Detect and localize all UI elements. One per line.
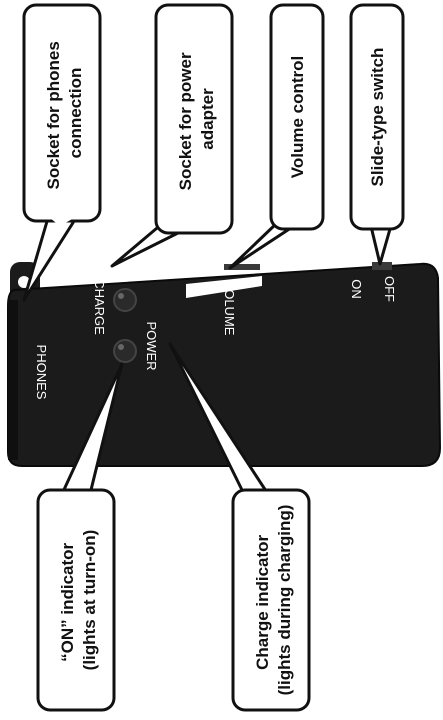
label-power: POWER	[144, 321, 159, 370]
callout-text: Socket for phones connection	[44, 36, 85, 189]
callout-box	[269, 3, 325, 231]
callout-on-indicator: “ON” indicator (lights at turn-on)	[36, 362, 124, 712]
label-charge: CHARGE	[92, 279, 107, 335]
callout-text: Slide-type switch	[368, 48, 387, 187]
device-edge-shade	[8, 300, 18, 460]
device: PHONES CHARGE POWER VOLUME ON OFF	[7, 262, 442, 467]
callout-text: Charge indicator (lights during charging…	[253, 505, 294, 696]
callout-line: adapter	[198, 88, 217, 150]
callout-line: Charge indicator	[253, 534, 272, 669]
callout-charge-indicator: Charge indicator (lights during charging…	[168, 342, 311, 712]
slide-switch[interactable]	[372, 262, 392, 270]
callout-phones-socket: Socket for phones connection	[22, 3, 102, 302]
callout-line: Volume control	[288, 56, 307, 178]
callout-text: “ON” indicator (lights at turn-on)	[58, 530, 99, 671]
callout-line: connection	[66, 68, 85, 159]
callout-line: Socket for power	[176, 52, 195, 190]
volume-wheel[interactable]	[224, 264, 260, 270]
label-volume: VOLUME	[222, 281, 237, 336]
callout-box	[231, 488, 311, 712]
callout-line: (lights during charging)	[275, 505, 294, 696]
on-indicator-led-shine	[118, 344, 124, 350]
label-off: OFF	[382, 276, 397, 302]
charge-indicator-led	[113, 288, 137, 312]
callout-text: Socket for power adapter	[176, 48, 217, 191]
callout-power-socket: Socket for power adapter	[110, 3, 234, 268]
pointer-mask	[50, 218, 74, 226]
callout-line: Slide-type switch	[368, 48, 387, 187]
callout-switch: Slide-type switch	[349, 3, 405, 266]
callout-box	[349, 3, 405, 231]
label-phones: PHONES	[34, 345, 49, 400]
callout-line: (lights at turn-on)	[80, 530, 99, 671]
label-on: ON	[349, 279, 364, 299]
callout-volume: Volume control	[228, 3, 325, 270]
callout-box	[154, 3, 234, 235]
callout-line: “ON” indicator	[58, 542, 77, 661]
callout-box	[36, 488, 116, 712]
callout-text: Volume control	[288, 56, 307, 178]
charge-indicator-led-shine	[118, 293, 124, 299]
on-indicator-led	[113, 339, 137, 363]
volume-wedge	[186, 276, 262, 298]
callout-line: Socket for phones	[44, 41, 63, 189]
